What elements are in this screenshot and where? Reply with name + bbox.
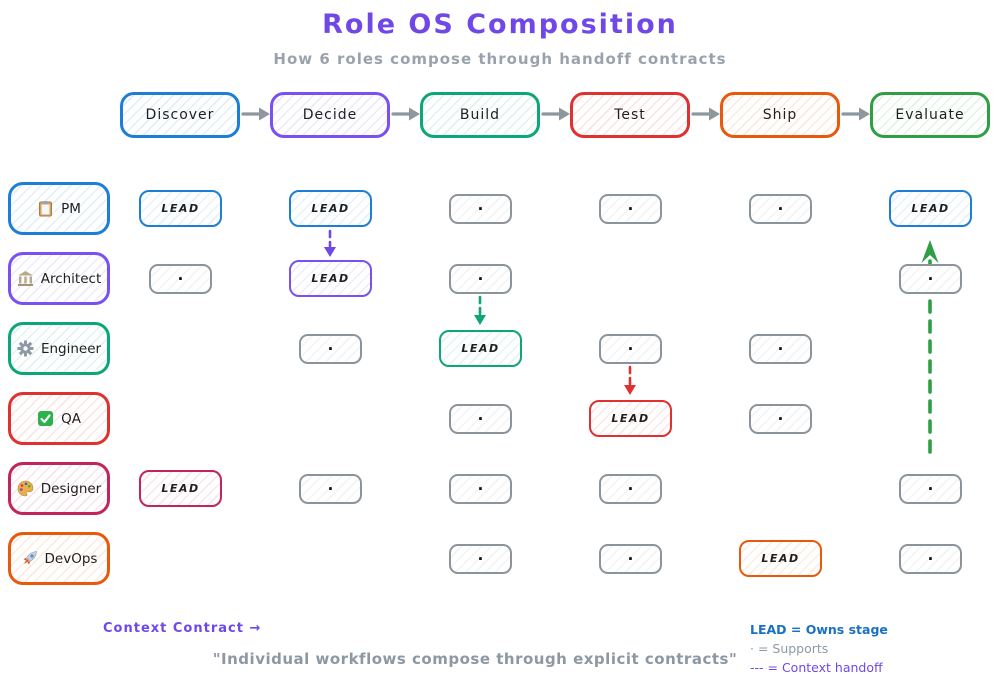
stage-label: Decide [302,107,358,123]
role-label: Designer [40,480,102,497]
cell-qa-build-support: · [449,404,512,434]
palette-icon [17,480,34,497]
cell-pm-ship-support: · [749,194,812,224]
stage-label: Ship [762,107,798,123]
cell-designer-evaluate-support: · [899,474,962,504]
cell-architect-evaluate-support: · [899,264,962,294]
legend: LEAD = Owns stage · = Supports --- = Con… [750,620,888,677]
stage-arrow-test-ship [691,107,720,121]
page-subtitle: How 6 roles compose through handoff cont… [273,50,727,68]
cell-engineer-test-support: · [599,334,662,364]
stage-label: Evaluate [895,107,965,123]
role-label: PM [61,200,81,217]
stage-decide: Decide [270,92,390,138]
cell-pm-discover-lead: LEAD [139,190,222,227]
stage-label: Build [459,107,501,123]
stage-label: Discover [145,107,215,123]
cell-pm-decide-lead: LEAD [289,190,372,227]
handoff-arrow-engineer-qa [624,365,636,395]
cell-engineer-ship-support: · [749,334,812,364]
check-mark-icon [37,410,54,427]
role-label: QA [61,410,81,427]
cell-qa-test-lead: LEAD [589,400,672,437]
footer-quote: "Individual workflows compose through ex… [212,650,738,668]
stage-arrow-discover-decide [241,107,270,121]
role-engineer: Engineer [8,322,110,375]
handoff-arrow-architect-engineer [474,295,486,325]
cell-architect-decide-lead: LEAD [289,260,372,297]
role-architect: Architect [8,252,110,305]
cell-devops-ship-lead: LEAD [739,540,822,577]
classical-building-icon [17,270,34,287]
legend-lead: LEAD = Owns stage [750,622,888,637]
cell-pm-build-support: · [449,194,512,224]
stage-discover: Discover [120,92,240,138]
role-qa: QA [8,392,110,445]
cell-devops-build-support: · [449,544,512,574]
stage-evaluate: Evaluate [870,92,990,138]
cell-pm-evaluate-lead: LEAD [889,190,972,227]
role-designer: Designer [8,462,110,515]
cell-designer-decide-support: · [299,474,362,504]
stage-test: Test [570,92,690,138]
cell-devops-evaluate-support: · [899,544,962,574]
stage-arrow-build-test [541,107,570,121]
role-label: Architect [40,270,102,287]
cell-architect-build-support: · [449,264,512,294]
role-pm: PM [8,182,110,235]
stage-arrow-decide-build [391,107,420,121]
cell-designer-test-support: · [599,474,662,504]
cell-qa-ship-support: · [749,404,812,434]
role-label: DevOps [44,550,98,567]
rocket-icon [21,550,38,567]
role-devops: DevOps [8,532,110,585]
legend-context-handoff: --- = Context handoff [750,660,883,675]
gear-icon [17,340,34,357]
stage-ship: Ship [720,92,840,138]
stage-label: Test [614,107,646,123]
role-label: Engineer [40,340,102,357]
cell-architect-discover-support: · [149,264,212,294]
cell-engineer-build-lead: LEAD [439,330,522,367]
page-title: Role OS Composition [322,9,678,40]
cell-engineer-decide-support: · [299,334,362,364]
context-contract-label: Context Contract → [103,621,262,636]
cell-pm-test-support: · [599,194,662,224]
cell-devops-test-support: · [599,544,662,574]
stage-build: Build [420,92,540,138]
cell-designer-discover-lead: LEAD [139,470,222,507]
clipboard-icon [37,200,54,217]
legend-supports: · = Supports [750,641,829,656]
handoff-arrow-pm-architect [324,229,336,257]
cell-designer-build-support: · [449,474,512,504]
stage-arrow-ship-evaluate [841,107,870,121]
